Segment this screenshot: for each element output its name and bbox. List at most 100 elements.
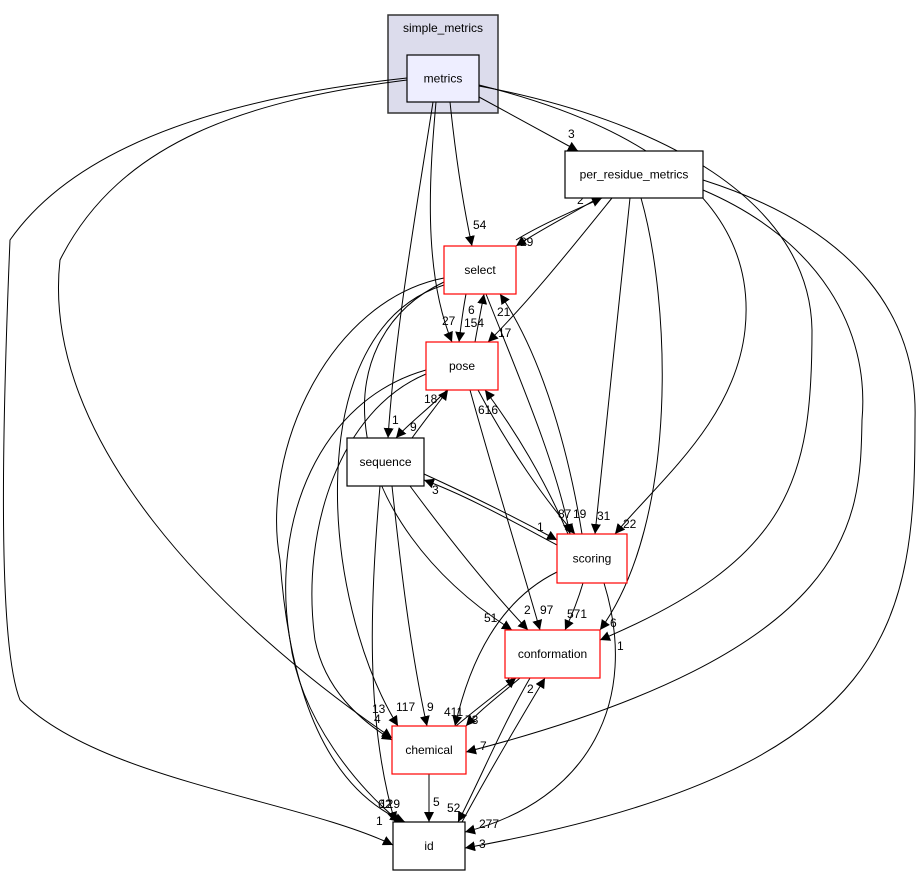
edge-scoring-to-pose[interactable] xyxy=(484,389,569,535)
edge-label-select-to-conformation[interactable]: 51 xyxy=(484,611,498,625)
edge-scoring-to-chemical[interactable] xyxy=(452,571,558,727)
edge-per_residue_metrics-to-conformation[interactable] xyxy=(599,197,663,631)
edge-label-per_residue_metrics-to-id[interactable]: 3 xyxy=(479,837,486,851)
edge-label-metrics-to-scoring[interactable]: 22 xyxy=(623,517,637,531)
edge-select-to-scoring[interactable] xyxy=(485,293,573,535)
edge-label-select-to-pose[interactable]: 154 xyxy=(464,316,484,330)
edge-metrics-to-conformation[interactable] xyxy=(478,85,813,641)
edge-label-scoring-to-pose[interactable]: 616 xyxy=(478,403,498,417)
edge-label-scoring-to-id[interactable]: 277 xyxy=(479,817,499,831)
edge-sequence-to-conformation[interactable] xyxy=(409,485,529,631)
edge-label-scoring-to-chemical[interactable]: 411 xyxy=(444,705,463,719)
node-box xyxy=(346,437,425,487)
edge-select-to-id[interactable] xyxy=(276,277,445,823)
edge-select-to-per_residue_metrics[interactable] xyxy=(515,197,603,241)
edge-label-id-to-conformation[interactable]: 2 xyxy=(527,682,534,696)
node-select[interactable]: select xyxy=(443,245,517,295)
edge-per_residue_metrics-to-scoring[interactable] xyxy=(590,197,631,535)
edge-id-to-conformation[interactable] xyxy=(461,677,546,823)
node-box xyxy=(564,150,704,199)
edge-label-per_residue_metrics-to-chemical[interactable]: 7 xyxy=(480,739,487,753)
edge-pose-to-select[interactable] xyxy=(474,293,488,343)
edge-scoring-to-select[interactable] xyxy=(499,293,583,535)
edge-label-metrics-to-select[interactable]: 54 xyxy=(473,218,487,232)
edge-label-per_residue_metrics-to-pose[interactable]: 17 xyxy=(498,326,512,340)
edge-pose-to-scoring[interactable] xyxy=(477,389,576,535)
edge-label-per_residue_metrics-to-scoring[interactable]: 31 xyxy=(597,509,611,523)
node-per-residue-metrics[interactable]: per_residue_metrics xyxy=(564,150,704,199)
edge-label-conformation-to-chemical[interactable]: 73 xyxy=(465,713,479,727)
node-pose[interactable]: pose xyxy=(425,341,499,391)
edge-chemical-to-conformation[interactable] xyxy=(455,677,517,727)
edge-label-pose-to-chemical[interactable]: 4 xyxy=(374,712,381,726)
edge-label-select-to-chemical[interactable]: 117 xyxy=(396,700,415,714)
edge-conformation-to-id[interactable] xyxy=(457,677,531,823)
edge-select-to-pose[interactable] xyxy=(455,293,467,343)
node-box xyxy=(391,725,467,775)
node-label: select xyxy=(464,263,496,277)
edge-label-pose-to-select[interactable]: 6 xyxy=(468,303,475,317)
edge-metrics-to-select[interactable] xyxy=(449,101,475,247)
node-label: scoring xyxy=(573,552,612,566)
edge-label-conformation-to-id[interactable]: 52 xyxy=(447,801,461,815)
node-conformation[interactable]: conformation xyxy=(504,629,601,679)
edge-label-metrics-to-sequence[interactable]: 1 xyxy=(392,413,399,427)
cluster-label: simple_metrics xyxy=(403,21,483,35)
node-metrics[interactable]: metrics xyxy=(406,54,480,103)
edge-label-sequence-to-conformation[interactable]: 2 xyxy=(524,603,531,617)
edge-pose-to-conformation[interactable] xyxy=(469,389,543,631)
edge-metrics-to-per_residue_metrics[interactable] xyxy=(478,96,579,152)
edge-pose-to-id[interactable] xyxy=(285,369,427,823)
edge-metrics-to-pose[interactable] xyxy=(429,101,453,343)
edge-select-to-chemical[interactable] xyxy=(337,284,445,727)
edge-label-pose-to-scoring[interactable]: 19 xyxy=(573,507,587,521)
node-sequence[interactable]: sequence xyxy=(346,437,425,487)
edge-metrics-to-scoring[interactable] xyxy=(478,84,747,535)
edge-label-pose-to-conformation[interactable]: 97 xyxy=(540,603,554,617)
node-chemical[interactable]: chemical xyxy=(391,725,467,775)
edge-pose-to-sequence[interactable] xyxy=(395,389,448,439)
edge-label-sequence-to-id[interactable]: 2 xyxy=(385,797,392,811)
edge-label-pose-to-sequence[interactable]: 9 xyxy=(410,420,417,434)
edge-label-sequence-to-scoring[interactable]: 1 xyxy=(537,520,544,534)
edge-label-chemical-to-id[interactable]: 5 xyxy=(433,795,440,809)
edge-per_residue_metrics-to-chemical[interactable] xyxy=(465,189,864,755)
edge-label-select-to-per_residue_metrics[interactable]: 2 xyxy=(577,193,584,207)
edge-label-metrics-to-conformation[interactable]: 1 xyxy=(617,639,624,653)
edge-scoring-to-id[interactable] xyxy=(464,582,616,835)
edge-label-metrics-to-id[interactable]: 1 xyxy=(376,814,383,828)
edge-label-select-to-id[interactable]: 129 xyxy=(380,797,400,811)
edge-sequence-to-scoring[interactable] xyxy=(423,473,558,541)
edge-per_residue_metrics-to-id[interactable] xyxy=(464,179,916,852)
node-id[interactable]: id xyxy=(392,821,466,871)
edge-label-metrics-to-pose[interactable]: 27 xyxy=(442,314,456,328)
edge-sequence-to-chemical[interactable] xyxy=(391,485,430,727)
edge-label-scoring-to-conformation[interactable]: 571 xyxy=(567,607,587,621)
edge-scoring-to-sequence[interactable] xyxy=(423,478,558,546)
edge-label-select-to-scoring[interactable]: 87 xyxy=(558,507,572,521)
edge-label-sequence-to-pose[interactable]: 18 xyxy=(424,392,438,406)
edge-label-per_residue_metrics-to-select[interactable]: 29 xyxy=(520,235,534,249)
edge-label-metrics-to-chemical[interactable]: 13 xyxy=(372,702,386,716)
edge-sequence-to-pose[interactable] xyxy=(411,389,449,439)
edge-metrics-to-id[interactable] xyxy=(2,77,408,846)
node-scoring[interactable]: scoring xyxy=(556,533,628,584)
edge-per_residue_metrics-to-pose[interactable] xyxy=(487,197,613,343)
edge-pose-to-chemical[interactable] xyxy=(311,373,427,741)
node-label: pose xyxy=(449,359,475,373)
edge-scoring-to-conformation[interactable] xyxy=(564,582,584,631)
node-label: id xyxy=(424,839,433,853)
edge-metrics-to-chemical[interactable] xyxy=(58,79,408,739)
edge-label-sequence-to-chemical[interactable]: 9 xyxy=(427,700,434,714)
edge-sequence-to-id[interactable] xyxy=(371,485,397,823)
edge-label-scoring-to-select[interactable]: 21 xyxy=(497,305,511,319)
node-label: metrics xyxy=(424,72,463,86)
edge-label-metrics-to-per_residue_metrics[interactable]: 3 xyxy=(568,127,575,141)
edge-label-pose-to-id[interactable]: 6 xyxy=(378,797,385,811)
edge-label-chemical-to-conformation[interactable]: 9 xyxy=(507,675,514,689)
edge-label-per_residue_metrics-to-conformation[interactable]: 6 xyxy=(610,616,617,630)
edge-select-to-conformation[interactable] xyxy=(364,281,513,631)
edges-layer xyxy=(2,77,916,852)
edge-label-scoring-to-sequence[interactable]: 3 xyxy=(432,483,439,497)
